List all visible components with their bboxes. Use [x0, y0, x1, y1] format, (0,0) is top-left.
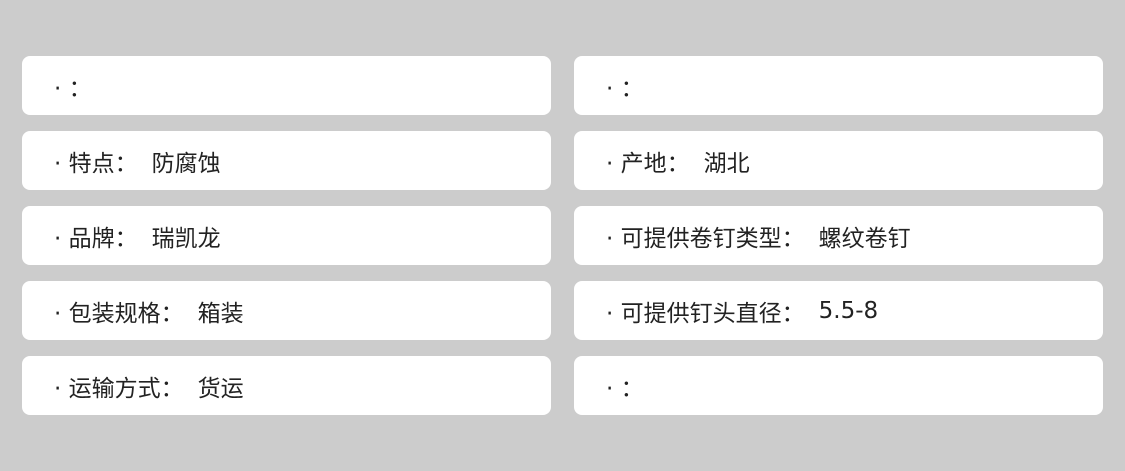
attribute-label: · 可提供钉头直径：: [606, 300, 805, 327]
attribute-card: · 品牌： 瑞凯龙: [22, 206, 551, 265]
attribute-value: 箱装: [197, 300, 244, 327]
attribute-card: · 可提供钉头直径： 5.5-8: [574, 281, 1103, 340]
attribute-card: · ：: [574, 56, 1103, 115]
attribute-label: · 运输方式：: [54, 375, 184, 402]
attribute-value: 货运: [197, 375, 244, 402]
attribute-grid: · ： · ： · 特点： 防腐蚀 · 产地： 湖北 · 品牌： 瑞凯龙 · 可提供卷钉类型： 螺…: [22, 56, 1103, 415]
attribute-value: 湖北: [703, 150, 750, 177]
attribute-label: · 可提供卷钉类型：: [606, 225, 805, 252]
attribute-card: · 可提供卷钉类型： 螺纹卷钉: [574, 206, 1103, 265]
attribute-card: · 特点： 防腐蚀: [22, 131, 551, 190]
attribute-label: · 产地：: [606, 150, 690, 177]
attribute-label: · ：: [606, 375, 644, 402]
attribute-label: · ：: [606, 75, 644, 102]
attribute-card: · 运输方式： 货运: [22, 356, 551, 415]
attribute-card: · 产地： 湖北: [574, 131, 1103, 190]
attribute-value: 螺纹卷钉: [818, 225, 911, 252]
attribute-value: 瑞凯龙: [151, 225, 221, 252]
attribute-label: · 包装规格：: [54, 300, 184, 327]
attribute-label: · ：: [54, 75, 92, 102]
attribute-value: 5.5-8: [818, 297, 879, 324]
attribute-label: · 品牌：: [54, 225, 138, 252]
attribute-label: · 特点：: [54, 150, 138, 177]
attribute-value: 防腐蚀: [151, 150, 221, 177]
attribute-card: · 包装规格： 箱装: [22, 281, 551, 340]
attribute-card: · ：: [22, 56, 551, 115]
attribute-card: · ：: [574, 356, 1103, 415]
